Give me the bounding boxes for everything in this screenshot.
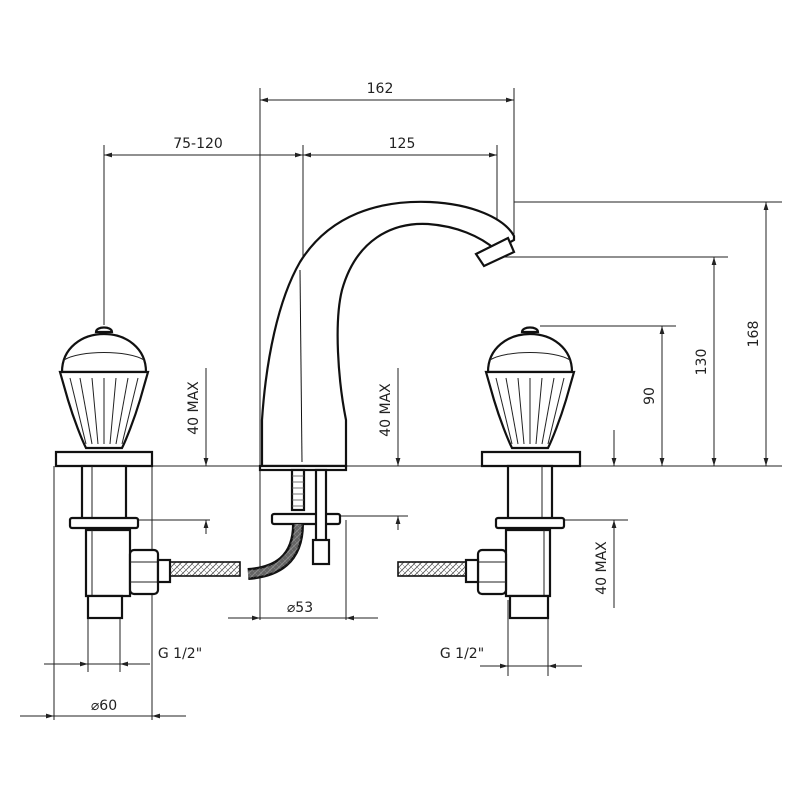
dim-thread-right: G 1/2": [440, 646, 484, 662]
extension-lines: [53, 88, 782, 720]
dim-handle-diameter: ⌀60: [91, 698, 117, 714]
dim-40max-right: 40 MAX: [594, 541, 610, 595]
dim-40max-left: 40 MAX: [186, 381, 202, 435]
dim-height-handle: 90: [642, 387, 658, 405]
dim-spout-reach: 125: [389, 136, 416, 152]
dim-40max-center: 40 MAX: [378, 383, 394, 437]
dim-thread-left: G 1/2": [158, 646, 202, 662]
dim-overall-width: 162: [367, 81, 394, 97]
left-valve: [54, 326, 241, 620]
right-valve: [397, 326, 582, 620]
dim-height-outlet: 130: [694, 349, 710, 376]
dimension-lines: [20, 97, 769, 719]
dim-handle-to-spout: 75-120: [173, 136, 223, 152]
dim-spout-base-diameter: ⌀53: [287, 600, 313, 616]
dim-height-total: 168: [746, 321, 762, 348]
spout: [247, 200, 516, 580]
